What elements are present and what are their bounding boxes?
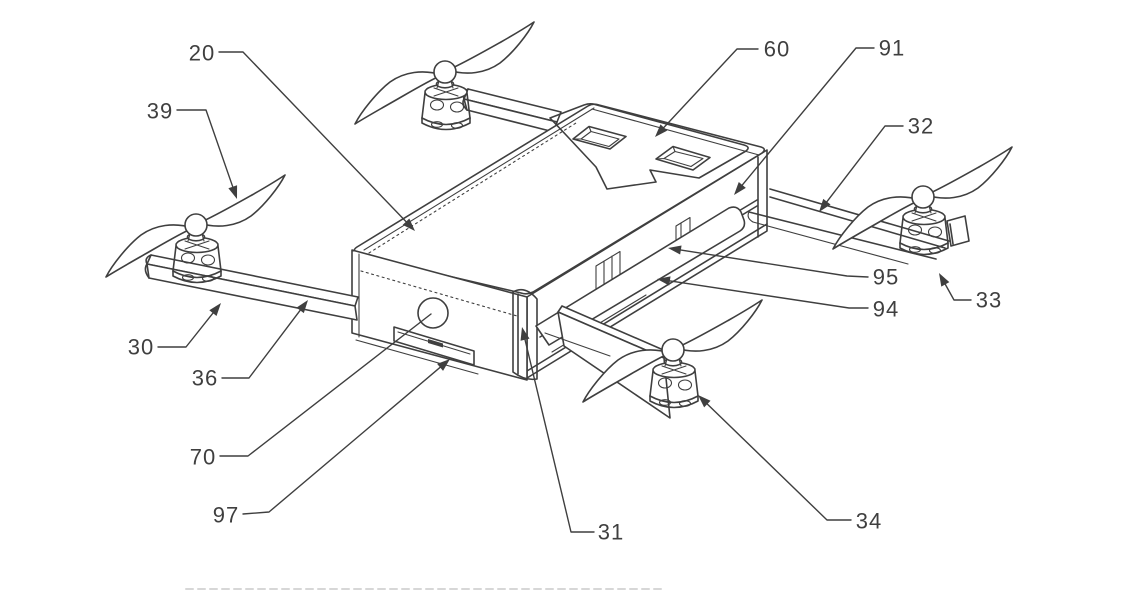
ref-number: 32 xyxy=(908,114,934,139)
ref-number: 70 xyxy=(190,445,216,470)
leader-line xyxy=(221,307,303,379)
arm-front-left xyxy=(144,254,359,321)
leader-arrowhead xyxy=(668,245,682,255)
leader-arrowhead xyxy=(698,395,711,408)
ref-label-32: 32 xyxy=(819,114,934,212)
top-access-panel xyxy=(549,103,749,190)
leader-line xyxy=(704,401,852,521)
leader-arrowhead xyxy=(657,276,671,286)
ref-number: 97 xyxy=(213,503,239,528)
leader-arrowhead xyxy=(939,273,950,287)
ref-label-97: 97 xyxy=(213,359,450,528)
leader-line xyxy=(219,313,432,457)
leader-arrowhead xyxy=(734,182,746,195)
leader-arrowhead xyxy=(655,124,668,137)
top-lid-lip-right xyxy=(591,108,760,156)
leader-line xyxy=(677,248,869,278)
leader-arrowhead xyxy=(296,300,308,314)
top-cutout-2 xyxy=(655,145,711,171)
leader-arrowhead xyxy=(402,218,415,231)
ref-number: 34 xyxy=(856,509,882,534)
ref-label-60: 60 xyxy=(655,37,790,137)
top-cutout-2-bevel xyxy=(655,145,704,168)
leader-line xyxy=(666,279,869,309)
leader-line xyxy=(824,125,904,205)
front-corner-bumper xyxy=(512,288,538,381)
ref-number: 36 xyxy=(192,366,218,391)
ref-label-30: 30 xyxy=(128,303,221,360)
front-bottom-lip xyxy=(355,339,479,375)
ref-number: 94 xyxy=(873,297,899,322)
top-cutout-1-bevel xyxy=(572,125,620,148)
ref-number: 39 xyxy=(147,99,173,124)
ref-label-20: 20 xyxy=(189,41,415,231)
camera-lens xyxy=(417,297,449,329)
ref-label-94: 94 xyxy=(657,276,899,322)
leader-line xyxy=(661,48,759,131)
front-seam-dotted xyxy=(360,270,518,317)
leader-arrowhead xyxy=(819,198,831,212)
ref-number: 60 xyxy=(764,37,790,62)
top-lid-lip-left xyxy=(363,107,595,251)
ref-label-39: 39 xyxy=(147,99,238,199)
arm-rear-left xyxy=(462,88,562,133)
leader-arrowhead xyxy=(520,327,530,341)
ref-number: 95 xyxy=(873,265,899,290)
ref-number: 31 xyxy=(598,520,624,545)
ref-label-33: 33 xyxy=(939,273,1002,313)
leader-arrowhead xyxy=(228,185,238,199)
leader-line xyxy=(218,51,409,225)
ref-number: 30 xyxy=(128,335,154,360)
reference-labels: 20 39 60 91 32 95 94 33 30 36 70 97 31 34 xyxy=(128,36,1002,545)
ref-label-95: 95 xyxy=(668,245,899,290)
leader-line xyxy=(943,281,972,301)
leader-line xyxy=(739,47,875,189)
ref-number: 33 xyxy=(976,288,1002,313)
ref-label-91: 91 xyxy=(734,36,905,195)
leader-arrowhead xyxy=(437,359,450,371)
leader-arrowhead xyxy=(209,303,221,317)
ref-label-70: 70 xyxy=(190,313,432,470)
top-cutout-1 xyxy=(572,125,627,150)
ref-label-31: 31 xyxy=(520,327,624,545)
ref-number: 20 xyxy=(189,41,215,66)
rotor-rear-right xyxy=(832,146,1013,256)
top-lid-seam-dotted xyxy=(368,122,577,254)
ref-label-34: 34 xyxy=(698,395,882,534)
leader-line xyxy=(157,310,216,348)
ref-number: 91 xyxy=(879,36,905,61)
ref-label-36: 36 xyxy=(192,300,308,391)
motor-mount-bracket xyxy=(946,215,970,247)
leader-line xyxy=(242,364,444,515)
leader-line xyxy=(523,336,595,533)
leader-line xyxy=(176,109,235,191)
card-slot xyxy=(428,339,443,348)
